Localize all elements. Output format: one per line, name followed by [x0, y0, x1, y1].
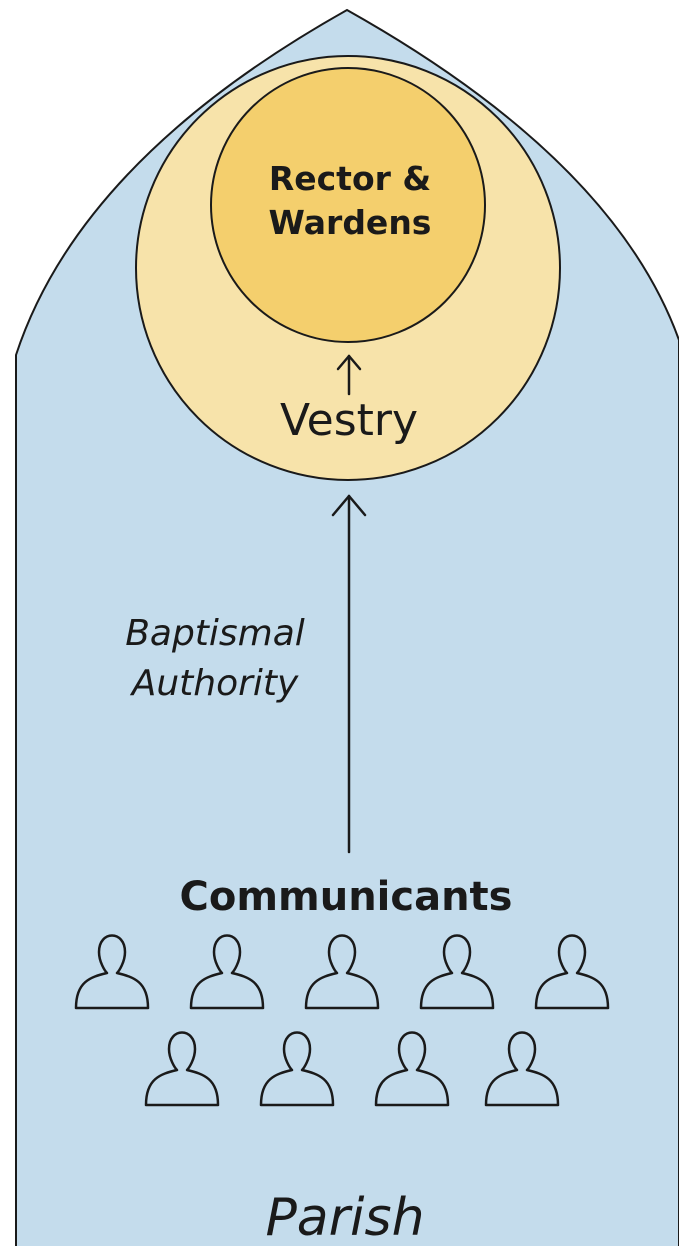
- person-icon: [259, 1031, 335, 1107]
- communicants-label: Communicants: [180, 874, 513, 920]
- person-icon: [484, 1031, 560, 1107]
- person-icon: [534, 934, 610, 1010]
- rector-label-line1: Rector &: [269, 159, 431, 198]
- person-icon: [144, 1031, 220, 1107]
- person-icon: [74, 934, 150, 1010]
- authority-label-line2: Authority: [130, 663, 299, 704]
- person-icon: [189, 934, 265, 1010]
- rector-wardens-circle: [210, 67, 486, 343]
- authority-label-line1: Baptismal: [125, 613, 305, 654]
- parish-label: Parish: [265, 1188, 424, 1246]
- communicant-icons: [74, 934, 610, 1107]
- person-icon: [304, 934, 380, 1010]
- person-icon: [374, 1031, 450, 1107]
- rector-label-line2: Wardens: [269, 203, 432, 242]
- vestry-to-rector-arrow: [336, 354, 362, 396]
- vestry-label: Vestry: [280, 395, 418, 446]
- person-icon: [419, 934, 495, 1010]
- baptismal-authority-arrow: [331, 494, 367, 854]
